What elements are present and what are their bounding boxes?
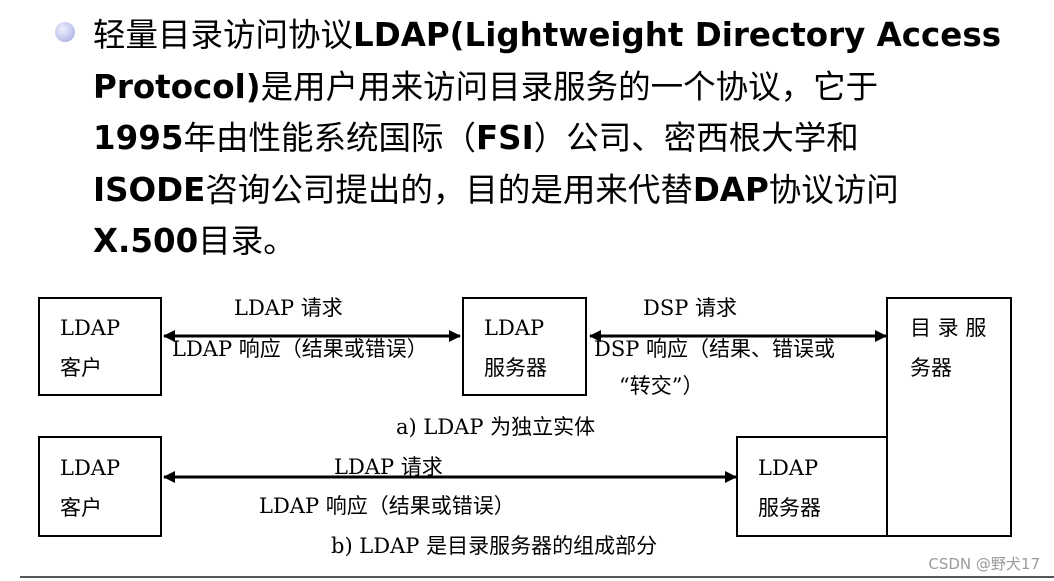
b-server-label-2: 服务器 [758,496,821,520]
a-client-label-1: LDAP [60,316,121,340]
text-run: 协议访问 [768,170,899,209]
caption-b: b) LDAP 是目录服务器的组成部分 [331,534,658,558]
paragraph-line: Protocol)是用户用来访问目录服务的一个协议，它于 [93,62,1033,114]
bold-text-run: Protocol) [93,67,261,106]
bold-text-run: X.500 [93,222,199,260]
text-run: 年由性能系统国际（ [183,119,476,157]
b-client-label-1: LDAP [60,456,121,480]
a-ldap-client-box: LDAP 客户 [38,297,162,396]
bold-text-run: ISODE [93,170,206,209]
text-run: ）公司、密西根大学和 [533,119,859,157]
a-server-label-1: LDAP [484,316,545,340]
b-ldap-server-box: LDAP 服务器 [736,436,888,537]
dsp-response-label-1: DSP 响应（结果、错误或 [594,337,836,361]
bullet-dot [55,22,75,42]
caption-a: a) LDAP 为独立实体 [396,415,596,439]
a-ldap-request-label: LDAP 请求 [234,296,343,320]
bold-text-run: LDAP(Lightweight Directory Access [353,16,1002,54]
b-ldap-client-box: LDAP 客户 [38,436,162,537]
paragraph-line: 1995年由性能系统国际（FSI）公司、密西根大学和 [93,113,1033,165]
b-ldap-response-label: LDAP 响应（结果或错误） [259,494,515,518]
directory-label-1: 目 录 服 [910,316,987,340]
b-ldap-request-label: LDAP 请求 [334,455,443,479]
directory-label-2: 务器 [910,356,952,380]
a-client-label-2: 客户 [60,356,102,380]
bullet-paragraph: 轻量目录访问协议LDAP(Lightweight Directory Acces… [93,10,1033,268]
a-server-label-2: 服务器 [484,356,547,380]
bold-text-run: 1995 [93,119,184,157]
text-run: 目录。 [198,222,296,260]
b-server-label-1: LDAP [758,456,819,480]
bottom-rule [20,576,1054,578]
a-ldap-server-box: LDAP 服务器 [462,297,587,396]
a-ldap-response-label: LDAP 响应（结果或错误） [172,337,428,361]
directory-server-box: 目 录 服 务器 [886,297,1012,537]
dsp-response-label-2: “转交”） [619,374,704,398]
csdn-watermark: CSDN @野犬17 [928,555,1040,573]
text-run: 是用户用来访问目录服务的一个协议，它于 [260,67,879,106]
bold-text-run: DAP [692,170,769,209]
text-run: 轻量目录访问协议 [93,16,354,54]
paragraph-line: ISODE咨询公司提出的，目的是用来代替DAP协议访问 [93,165,1033,217]
b-client-label-2: 客户 [60,496,102,520]
dsp-request-label: DSP 请求 [643,296,738,320]
paragraph-line: X.500目录。 [93,216,1033,268]
text-run: 咨询公司提出的，目的是用来代替 [205,170,693,209]
paragraph-line: 轻量目录访问协议LDAP(Lightweight Directory Acces… [93,10,1033,62]
bold-text-run: FSI [475,119,534,157]
